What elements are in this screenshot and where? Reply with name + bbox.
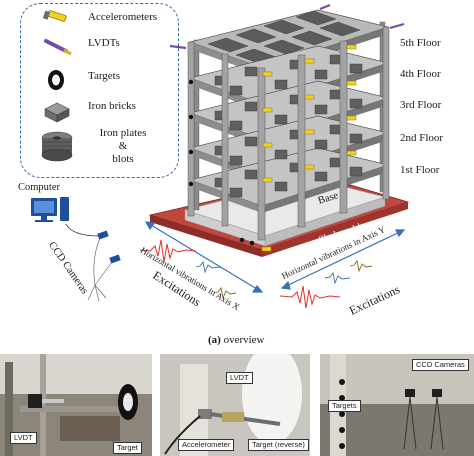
legend-label-accelerometers: Accelerometers	[88, 11, 158, 23]
iron-bricks-on-floors	[214, 54, 363, 198]
axis-y-arrow-head-end	[395, 229, 406, 238]
shake-table-side-face	[262, 202, 408, 257]
floor-label-4: 4th Floor	[400, 68, 441, 80]
legend-label-iron-plates: Iron plates & blots	[88, 127, 158, 166]
accelerometer-icon	[42, 10, 67, 22]
computer-label: Computer	[18, 182, 60, 193]
excitation-signal-left-2	[195, 260, 221, 274]
computer-icon	[31, 197, 69, 222]
front-columns	[187, 26, 390, 241]
excitation-signal-left-3	[213, 286, 237, 300]
legend-label-iron-bricks: Iron bricks	[88, 100, 136, 112]
floor-label-5: 5th Floor	[400, 37, 441, 49]
photo-left-target-label: Target	[113, 442, 142, 454]
iron-brick-icon	[44, 102, 70, 123]
excitation-signal-right-2	[324, 271, 351, 285]
axis-arrows	[144, 221, 406, 293]
floor-label-2: 2nd Floor	[400, 132, 444, 144]
target-icon	[48, 70, 64, 90]
legend-icons	[41, 10, 73, 162]
photo-right-ccd-label: CCD Cameras	[412, 359, 469, 371]
target-markers	[188, 79, 255, 246]
excitation-signal-right	[279, 285, 341, 309]
axis-x-arrow-head-end	[251, 284, 264, 293]
lvdt-icon	[44, 39, 72, 56]
legend-label-iron-plates-line2: &	[118, 140, 128, 152]
photo-middle-target-label: Target (reverse)	[248, 439, 309, 451]
axis-x-arrow-line	[145, 221, 263, 293]
legend-panel	[20, 3, 179, 178]
iron-plates-icon	[41, 131, 73, 162]
photo-middle-lvdt-label: LVDT	[226, 372, 253, 384]
figure-caption: (a) overview	[208, 334, 265, 346]
axis-x-arrow-head-start	[144, 221, 156, 231]
photo-left-scene	[0, 354, 152, 456]
floor-label-1: 1st Floor	[400, 164, 440, 176]
legend-label-targets: Targets	[88, 70, 121, 82]
axis-y-arrow-line	[281, 229, 405, 289]
excitation-signal-right-3	[349, 259, 373, 273]
photo-right-targets-label: Targets	[328, 400, 361, 412]
legend-label-lvdts: LVDTs	[88, 37, 120, 49]
photo-left: LVDT Target	[0, 354, 152, 456]
building-model-diagram	[31, 3, 410, 309]
axis-y-arrow-head-start	[280, 280, 291, 290]
photo-middle: LVDT Accelerometer Target (reverse)	[160, 354, 310, 456]
figure-caption-text: overview	[220, 334, 265, 346]
photo-middle-accelerometer-label: Accelerometer	[178, 439, 235, 451]
ccd-camera-icons	[65, 223, 121, 302]
figure-caption-letter: (a)	[208, 334, 221, 346]
excitation-signal-left	[139, 239, 197, 263]
accelerometer-markers	[261, 44, 357, 252]
lvdt-markers	[169, 3, 405, 50]
legend-label-iron-plates-line3: blots	[112, 153, 134, 165]
photo-right: CCD Cameras Targets	[320, 354, 474, 456]
floor-label-3: 3rd Floor	[400, 99, 442, 111]
shake-table-front-face	[150, 215, 262, 257]
legend-label-iron-plates-line1: Iron plates	[99, 127, 147, 139]
photo-left-lvdt-label: LVDT	[10, 432, 37, 444]
